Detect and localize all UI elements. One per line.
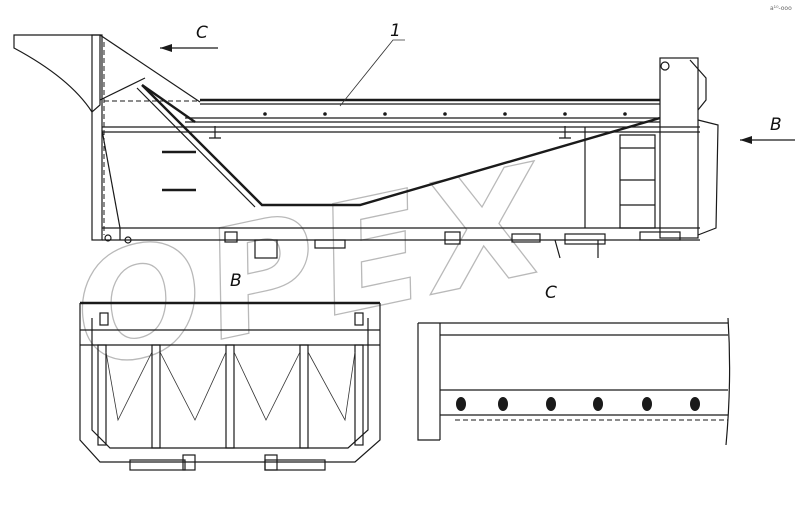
view-c-detail: C [417, 283, 731, 446]
part-number-label: 1 [390, 21, 401, 41]
view-b-arrow-label: B [770, 115, 782, 135]
view-c-arrow-label: C [196, 23, 208, 43]
corner-stamp: a¹⁰-ooo [770, 5, 792, 12]
chain-stay [141, 84, 661, 207]
rear-pillar [659, 57, 699, 239]
watermark: OPEX [58, 132, 565, 403]
front-slope [99, 34, 201, 103]
side-view-dump-body: C 1 B [13, 21, 795, 259]
front-wall [91, 34, 103, 241]
part-leader [339, 39, 405, 107]
view-c-title: C [545, 283, 557, 303]
view-b-section: B [79, 271, 381, 471]
under-frame [104, 231, 681, 259]
rail-rivets [263, 112, 627, 116]
body-side [101, 129, 121, 229]
watermark-text: OPEX [59, 133, 565, 403]
bolt-holes [456, 397, 700, 411]
front-canopy [13, 34, 101, 113]
view-b-title: B [230, 271, 242, 291]
